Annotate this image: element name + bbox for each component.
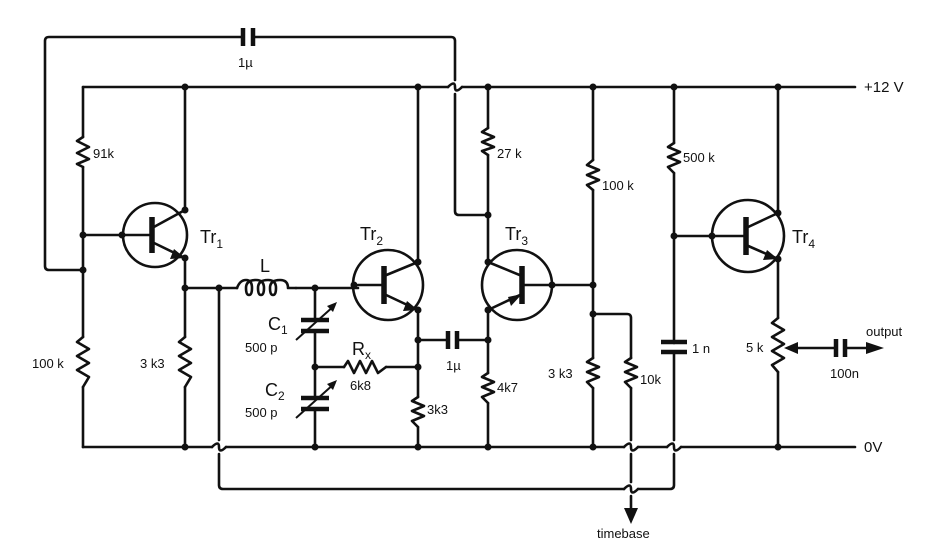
timebase-arrow-icon <box>624 508 638 524</box>
feedback-capacitor-label: 1µ <box>238 55 253 70</box>
transistor-tr3 <box>480 248 595 322</box>
resistor-91k <box>75 135 91 169</box>
inductor-label: L <box>260 256 270 276</box>
resistor-100k-tr3-label: 100 k <box>602 178 634 193</box>
ground-rail <box>81 442 857 452</box>
inductor <box>235 278 298 297</box>
resistor-27k-label: 27 k <box>497 146 522 161</box>
resistor-3k3-tr1 <box>177 335 193 389</box>
c2-label: C2 <box>265 380 285 403</box>
transistor-tr2 <box>351 248 425 322</box>
resistor-3k3-tr3 <box>585 356 601 390</box>
output-label: output <box>866 324 903 339</box>
resistor-100k-left-label: 100 k <box>32 356 64 371</box>
rx-label: Rx <box>352 339 371 362</box>
resistor-91k-label: 91k <box>93 146 114 161</box>
capacitor-c1 <box>295 302 337 341</box>
c1-label: C1 <box>268 314 288 337</box>
feedback-capacitor <box>240 28 256 46</box>
output-capacitor <box>833 339 848 357</box>
resistor-3k3-tr3-label: 3 k3 <box>548 366 573 381</box>
resistor-4k7 <box>480 371 496 405</box>
output-capacitor-label: 100n <box>830 366 859 381</box>
resistor-3k3-tr2-label: 3k3 <box>427 402 448 417</box>
wiper-arrow-icon <box>784 342 798 354</box>
tr1-label: Tr1 <box>200 227 223 251</box>
timebase-label: timebase <box>597 526 650 538</box>
resistor-100k-tr3 <box>585 158 601 192</box>
resistor-3k3-tr2 <box>410 395 426 429</box>
output-arrow-icon <box>866 342 884 354</box>
bottom-loop-right <box>636 452 676 491</box>
capacitor-1n <box>661 339 687 355</box>
ground-rail-label: 0V <box>864 439 882 456</box>
bottom-loop-hop <box>622 484 640 494</box>
tr4-label: Tr4 <box>792 227 815 251</box>
resistor-4k7-label: 4k7 <box>497 380 518 395</box>
feedback-loop <box>43 35 490 272</box>
resistor-500k-label: 500 k <box>683 150 715 165</box>
timebase-wire <box>591 312 633 512</box>
coupling-capacitor-label: 1µ <box>446 358 461 373</box>
resistor-100k-left <box>75 335 91 389</box>
c1-value: 500 p <box>245 340 278 355</box>
resistor-500k <box>666 141 682 175</box>
tr2-label: Tr2 <box>360 224 383 248</box>
positive-rail <box>81 82 857 92</box>
resistor-27k <box>480 126 496 157</box>
capacitor-c2 <box>295 380 337 419</box>
resistor-3k3-tr1-label: 3 k3 <box>140 356 165 371</box>
coupling-capacitor <box>445 331 460 349</box>
potentiometer-5k <box>770 316 786 374</box>
junction-dots <box>79 83 782 451</box>
resistor-10k-label: 10k <box>640 372 661 387</box>
bottom-loop-wire <box>217 286 626 491</box>
tr3-label: Tr3 <box>505 224 528 248</box>
resistor-rx <box>342 359 388 375</box>
positive-rail-label: +12 V <box>864 79 904 96</box>
resistor-10k <box>623 356 639 390</box>
capacitor-1n-label: 1 n <box>692 341 710 356</box>
transistor-tr1 <box>81 201 189 269</box>
potentiometer-5k-label: 5 k <box>746 340 764 355</box>
transistor-tr4 <box>672 198 786 274</box>
c2-value: 500 p <box>245 405 278 420</box>
rx-value: 6k8 <box>350 378 371 393</box>
